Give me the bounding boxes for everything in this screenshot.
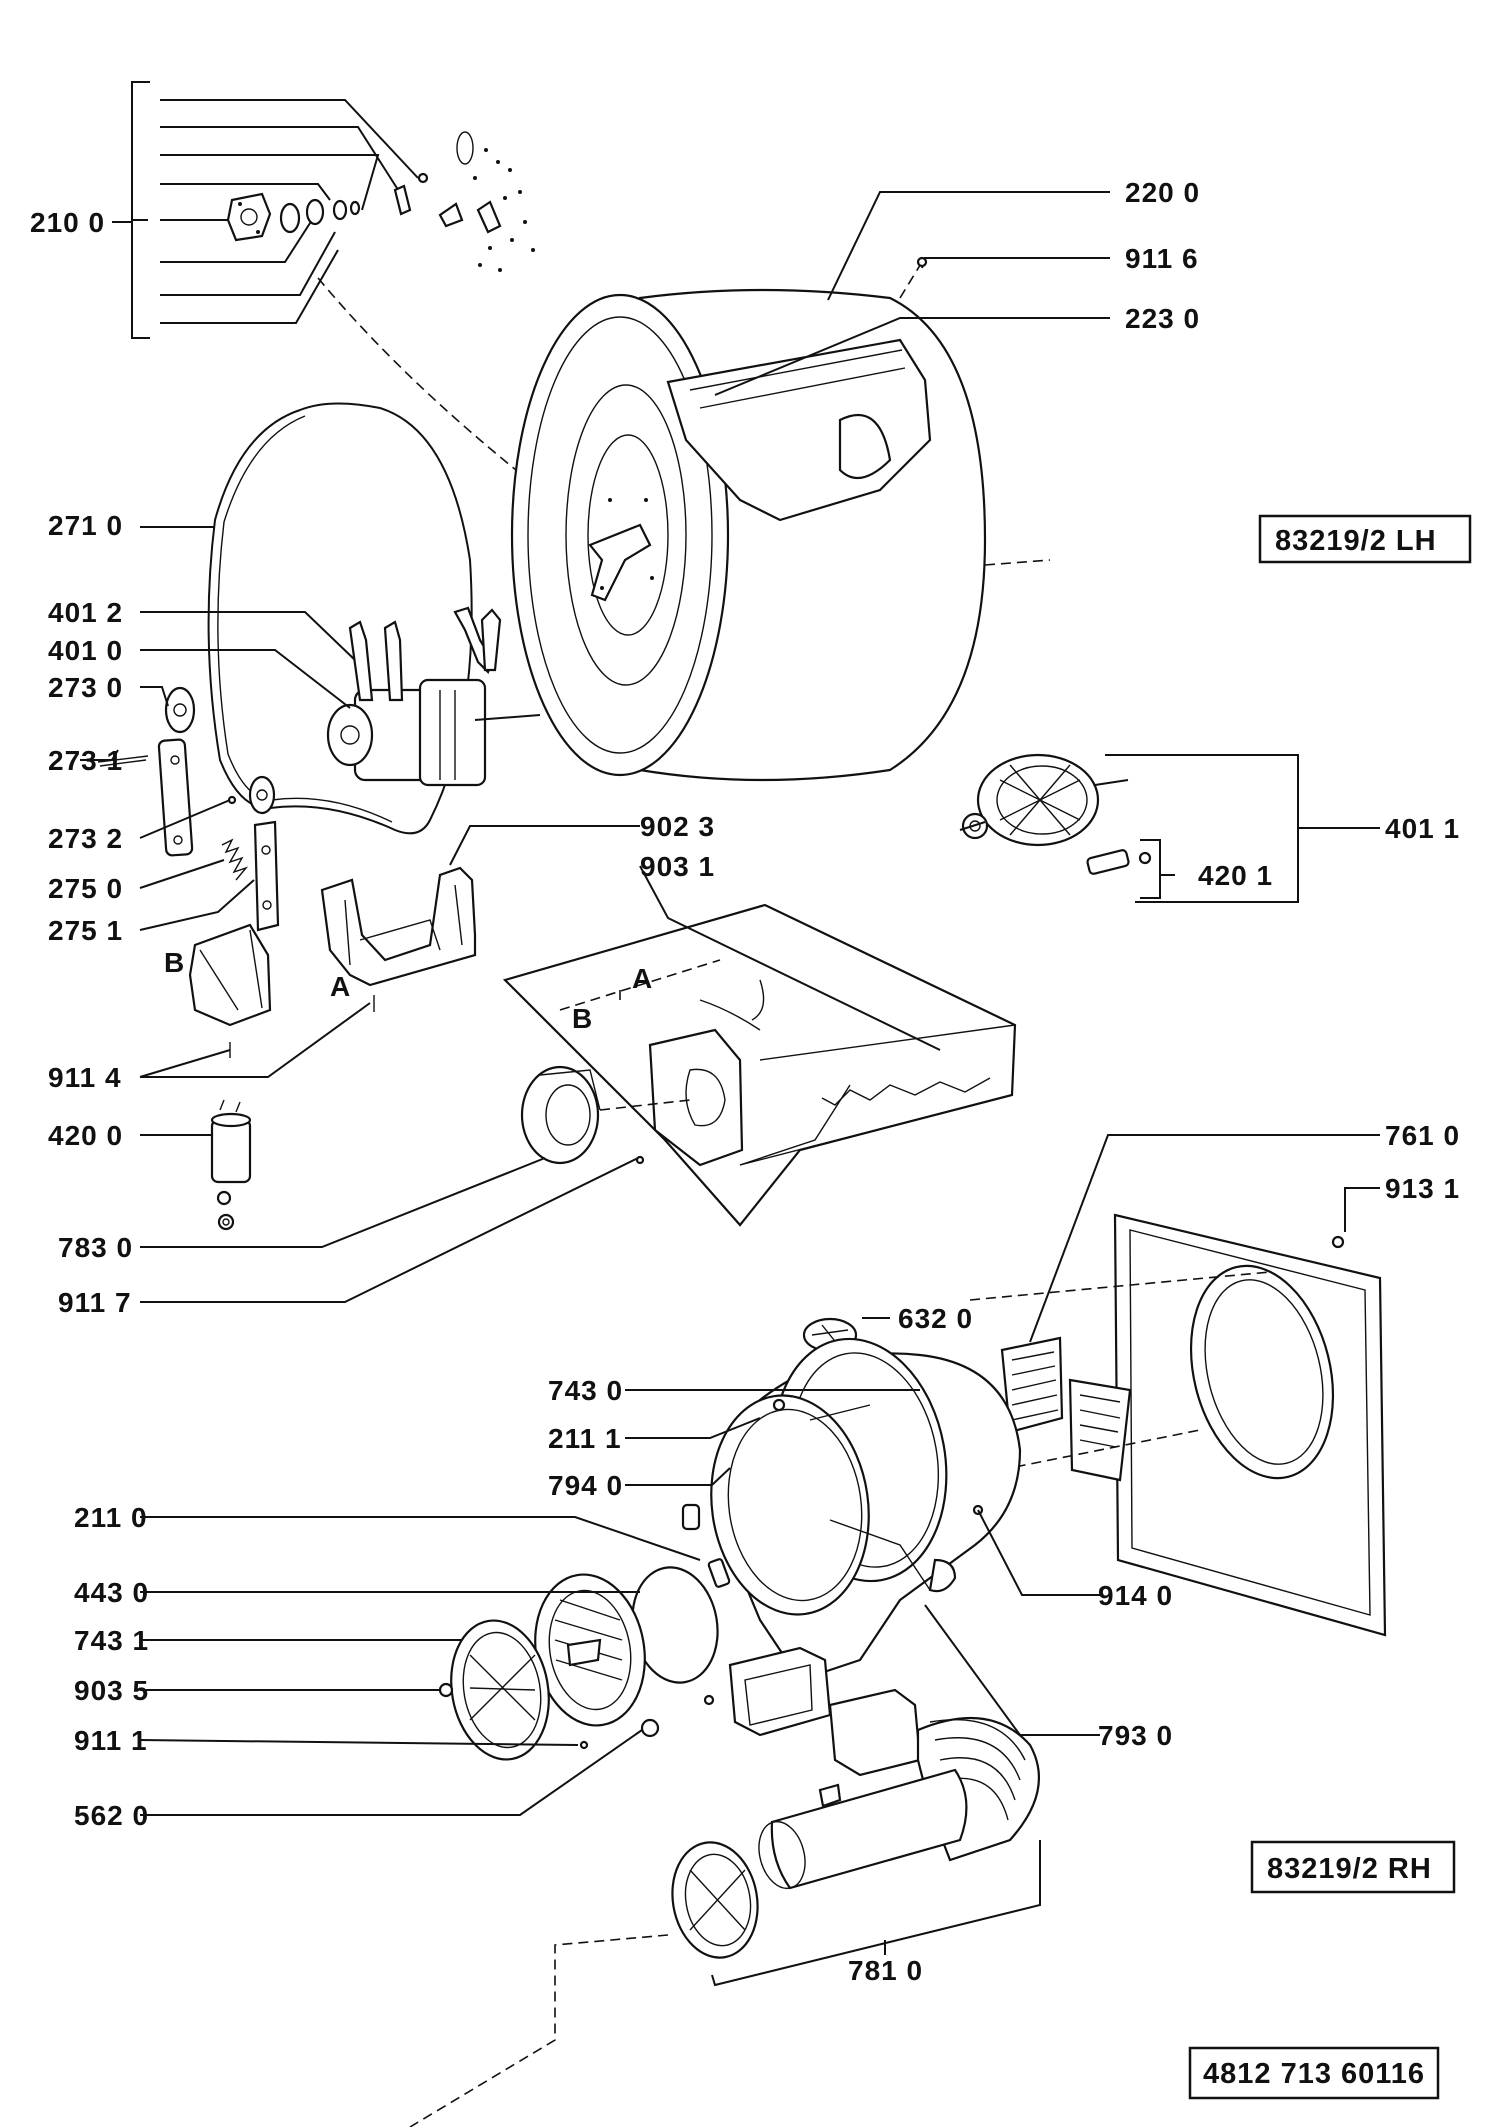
base-frame-part (502, 903, 1017, 1227)
callout-902-3: 902 3 (640, 811, 715, 842)
support-bracket-a-part (320, 866, 477, 987)
callout-401-1: 401 1 (1385, 813, 1460, 844)
callout-273-1: 273 1 (48, 745, 123, 776)
callout-562-0: 562 0 (74, 1800, 149, 1831)
callout-273-0: 273 0 (48, 672, 123, 703)
callout-914-0: 914 0 (1098, 1580, 1173, 1611)
callout-911-4: 911 4 (48, 1062, 122, 1093)
screw-part (635, 1155, 645, 1165)
reference-box-rh: 83219/2 RH (1250, 1840, 1456, 1894)
callout-743-1: 743 1 (74, 1625, 149, 1656)
capacitor-part (210, 1099, 252, 1231)
callout-783-0: 783 0 (58, 1232, 133, 1263)
fan-cover-part (450, 1619, 550, 1761)
air-duct-part (579, 1646, 832, 1750)
pin-part (393, 184, 412, 216)
bearing-ring-part (305, 198, 325, 226)
callout-911-6: 911 6 (1125, 243, 1199, 274)
screw-part (417, 172, 429, 184)
washer-part (332, 199, 348, 221)
callout-220-0: 220 0 (1125, 177, 1200, 208)
callout-911-7: 911 7 (58, 1287, 132, 1318)
reference-lh-label: 83219/2 LH (1275, 525, 1437, 557)
drive-belt-part (207, 402, 473, 835)
callout-420-0: 420 0 (48, 1120, 123, 1151)
drum-part (510, 261, 1051, 782)
callout-401-2: 401 2 (48, 597, 123, 628)
callout-275-0: 275 0 (48, 873, 123, 904)
reference-box-lh: 83219/2 LH (1258, 514, 1472, 564)
screw-part (916, 256, 928, 268)
idler-wheel-part (227, 775, 276, 815)
callout-781-0: 781 0 (848, 1955, 923, 1986)
callout-210-0: 210 0 (30, 207, 105, 238)
callout-211-0: 211 0 (74, 1502, 148, 1533)
callout-420-1: 420 1 (1198, 860, 1273, 891)
callout-275-1: 275 1 (48, 915, 123, 946)
nut-part (438, 1682, 454, 1698)
fan-housing-part (520, 1065, 691, 1165)
motor-part (326, 606, 541, 787)
callout-632-0: 632 0 (898, 1303, 973, 1334)
spring-part (221, 838, 249, 881)
callout-273-2: 273 2 (48, 823, 123, 854)
fan-impeller-part (534, 1566, 719, 1727)
document-number-label: 4812 713 60116 (1203, 2058, 1425, 2090)
callout-794-0: 794 0 (548, 1470, 623, 1501)
bearing-kit-group (131, 81, 581, 521)
letter-b-label: B (572, 1003, 593, 1034)
tension-pulley-part (97, 686, 196, 857)
callout-903-1: 903 1 (640, 851, 715, 882)
callout-443-0: 443 0 (74, 1577, 149, 1608)
motor-assembly-part (959, 753, 1152, 875)
front-panel-part (1113, 1213, 1387, 1637)
callout-913-1: 913 1 (1385, 1173, 1460, 1204)
reference-rh-label: 83219/2 RH (1267, 1853, 1432, 1885)
callout-903-5: 903 5 (74, 1675, 149, 1706)
letter-a-label: A (632, 963, 653, 994)
callout-761-0: 761 0 (1385, 1120, 1460, 1151)
washer-part (349, 200, 361, 216)
vent-cover-part (671, 1841, 759, 1959)
bearing-plate-part (226, 192, 272, 242)
callout-743-0: 743 0 (548, 1375, 623, 1406)
callout-271-0: 271 0 (48, 510, 123, 541)
callout-793-0: 793 0 (1098, 1720, 1173, 1751)
callout-211-1: 211 1 (548, 1423, 622, 1454)
perforation-pattern (438, 131, 535, 272)
vent-hose-part (758, 1688, 1041, 1890)
motor-bracket-part (253, 820, 280, 932)
callout-401-0: 401 0 (48, 635, 123, 666)
callout-911-1: 911 1 (74, 1725, 148, 1756)
lint-filter-part (1000, 1336, 1132, 1482)
bearing-ring-part (279, 202, 301, 234)
letter-a-label: A (330, 971, 351, 1002)
support-bracket-b-part (188, 923, 272, 1027)
callout-223-0: 223 0 (1125, 303, 1200, 334)
document-number-box: 4812 713 60116 (1188, 2046, 1440, 2100)
letter-b-label: B (164, 947, 185, 978)
blower-housing-part (681, 1337, 1022, 1682)
